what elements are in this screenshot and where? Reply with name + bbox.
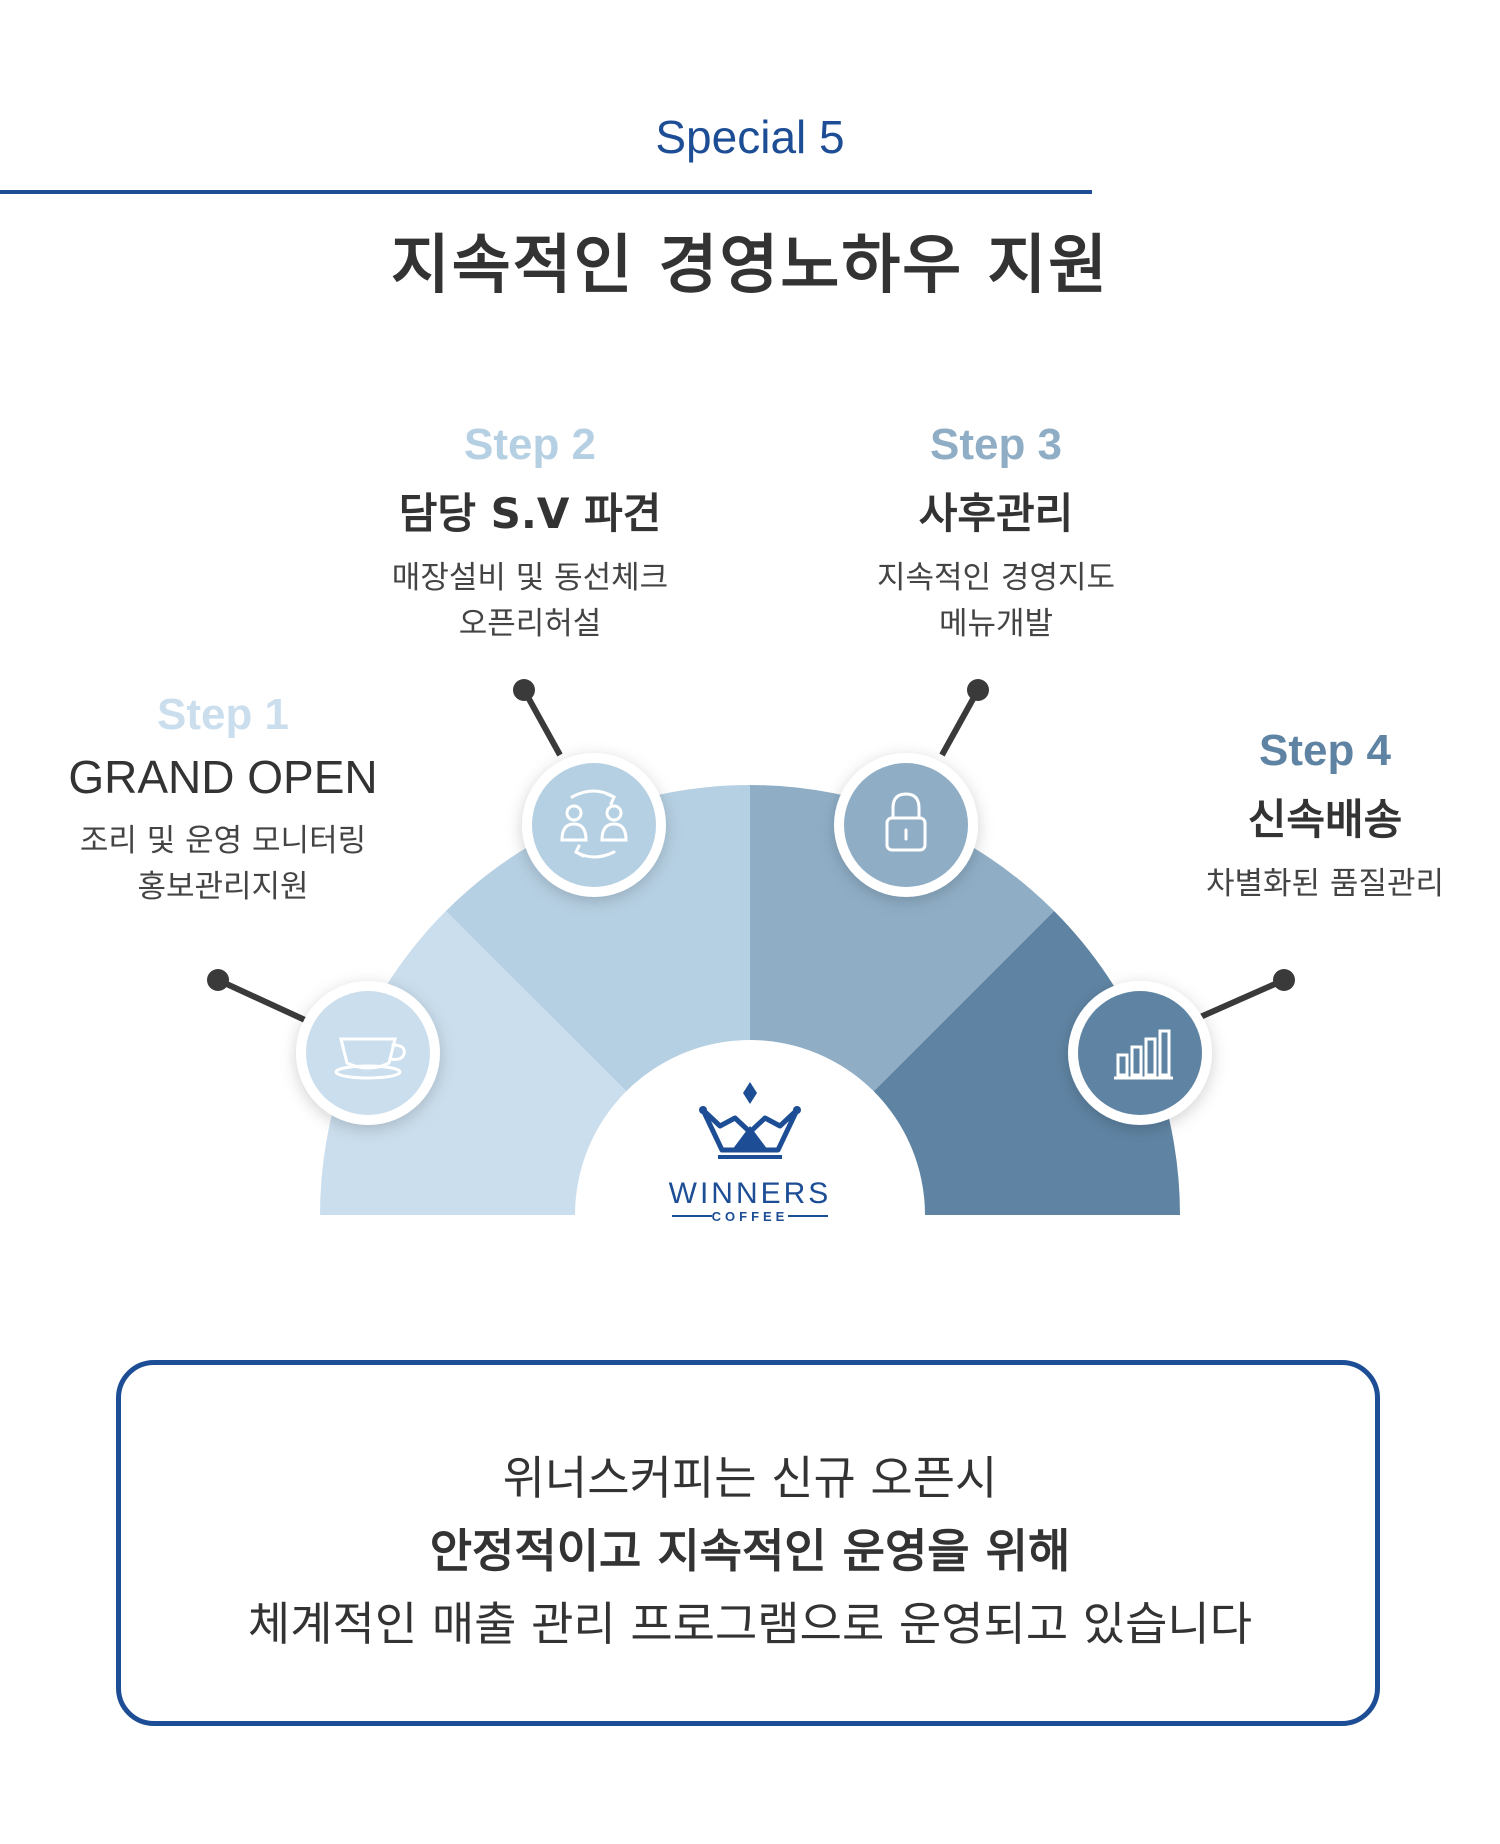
step2-dot	[513, 679, 535, 701]
winners-logo-icon	[672, 1082, 828, 1217]
step-2-desc-1: 매장설비 및 동선체크	[391, 560, 669, 596]
step3-sector	[750, 785, 1055, 1092]
summary-line-2: 안정적이고 지속적인 운영을 위해	[429, 1524, 1071, 1578]
summary-line-1: 위너스커피는 신규 오픈시	[502, 1451, 998, 1505]
section-eyebrow: Special 5	[655, 111, 845, 163]
step-1-desc-1: 조리 및 운영 모니터링	[79, 823, 367, 859]
lock-icon	[834, 753, 978, 897]
step-3: Step 3 사후관리 지속적인 경영지도 메뉴개발	[766, 420, 1226, 647]
step-4-title: 신속배송	[1247, 795, 1403, 844]
step-3-label: Step 3	[929, 420, 1063, 469]
step4-connector	[1196, 977, 1286, 1021]
step-1-desc-2: 홍보관리지원	[137, 869, 309, 905]
step-2: Step 2 담당 S.V 파견 매장설비 및 동선체크 오픈리허설	[300, 420, 760, 647]
step4-sector	[873, 911, 1180, 1215]
step4-dot	[1273, 969, 1295, 991]
logo-wordmark: WINNERS	[669, 1177, 832, 1210]
summary-box	[116, 1360, 1380, 1726]
header-divider	[0, 190, 1092, 194]
step-3-desc-2: 메뉴개발	[938, 606, 1054, 642]
people-exchange-icon	[522, 753, 666, 897]
step-1-title: GRAND OPEN	[68, 751, 378, 803]
step1-dot	[207, 969, 229, 991]
summary-line-3: 체계적인 매출 관리 프로그램으로 운영되고 있습니다	[247, 1597, 1253, 1651]
page-title: 지속적인 경영노하우 지원	[390, 229, 1110, 303]
step1-connector	[216, 977, 307, 1023]
step-2-desc-2: 오픈리허설	[458, 606, 602, 642]
step-4-label: Step 4	[1258, 726, 1392, 775]
step3-dot	[967, 679, 989, 701]
step2-connector	[521, 688, 563, 757]
step-1: Step 1 GRAND OPEN 조리 및 운영 모니터링 홍보관리지원	[0, 690, 446, 910]
step2-sector	[445, 785, 750, 1092]
logo-subtitle: COFFEE	[712, 1209, 789, 1224]
step3-connector	[939, 688, 981, 757]
step-3-title: 사후관리	[918, 489, 1074, 538]
step-4-desc-1: 차별화된 품질관리	[1205, 866, 1444, 902]
step-2-title: 담당 S.V 파견	[398, 489, 662, 538]
step-4: Step 4 신속배송 차별화된 품질관리	[1150, 726, 1500, 907]
step-1-label: Step 1	[156, 690, 290, 739]
coffee-cup-icon	[296, 981, 440, 1125]
step-2-label: Step 2	[463, 420, 597, 469]
step-3-desc-1: 지속적인 경영지도	[876, 560, 1115, 596]
